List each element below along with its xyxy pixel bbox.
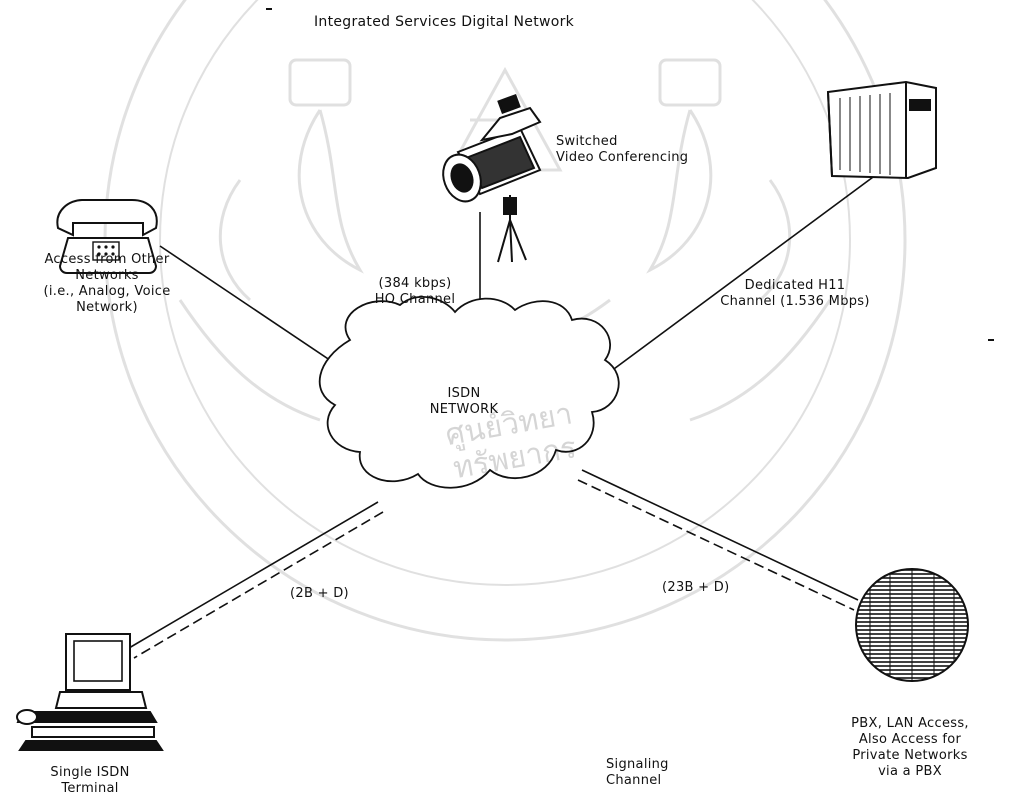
pbx-lan-access-label: PBX, LAN Access, Also Access for Private… xyxy=(820,716,1000,780)
terminal-line2: Terminal xyxy=(20,781,160,797)
dedicated-equipment-icon xyxy=(828,82,936,178)
bri-label: (2B + D) xyxy=(290,586,380,602)
signaling-line1: Signaling xyxy=(606,757,726,773)
access-line2: Networks xyxy=(22,268,192,284)
ho-rate-line1: (384 kbps) xyxy=(360,276,470,292)
network-line1: ISDN xyxy=(414,386,514,402)
access-line3: (i.e., Analog, Voice xyxy=(22,284,192,300)
pbx-line1: PBX, LAN Access, xyxy=(820,716,1000,732)
dedicated-line2: Channel (1.536 Mbps) xyxy=(700,294,890,310)
video-name-line2: Video Conferencing xyxy=(556,150,756,166)
video-conferencing-label: Switched Video Conferencing xyxy=(556,134,756,166)
access-other-networks-label: Access from Other Networks (i.e., Analog… xyxy=(22,252,192,316)
terminal-line1: Single ISDN xyxy=(20,765,160,781)
computer-terminal-icon xyxy=(17,634,162,750)
single-isdn-terminal-label: Single ISDN Terminal xyxy=(20,765,160,797)
video-name-line1: Switched xyxy=(556,134,756,150)
pri-label: (23B + D) xyxy=(662,580,762,596)
access-line4: Network) xyxy=(22,300,192,316)
dedicated-h11-label: Dedicated H11 Channel (1.536 Mbps) xyxy=(700,278,890,310)
ho-rate-line2: HO Channel xyxy=(360,292,470,308)
signaling-channel-label: Signaling Channel xyxy=(606,757,726,789)
pbx-sphere-icon xyxy=(856,560,968,690)
dedicated-line1: Dedicated H11 xyxy=(700,278,890,294)
pbx-line4: via a PBX xyxy=(820,764,1000,780)
pbx-line3: Private Networks xyxy=(820,748,1000,764)
pbx-line2: Also Access for xyxy=(820,732,1000,748)
signaling-line2: Channel xyxy=(606,773,726,789)
access-line1: Access from Other xyxy=(22,252,192,268)
diagram-title: Integrated Services Digital Network xyxy=(314,14,644,30)
ho-channel-label: (384 kbps) HO Channel xyxy=(360,276,470,308)
